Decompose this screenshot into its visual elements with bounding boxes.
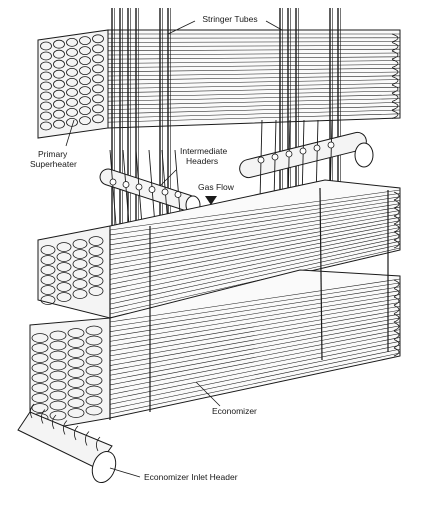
stringer-tubes-label: Stringer Tubes	[202, 14, 257, 24]
nipple-joint	[136, 184, 142, 190]
nipple-joint	[314, 145, 320, 151]
intermediate-headers-label-2: Headers	[186, 156, 218, 166]
primary-superheater-label-1: Primary	[38, 149, 68, 159]
gas-flow-label: Gas Flow	[198, 182, 235, 192]
nipple-joint	[162, 189, 168, 195]
nipple-joint	[258, 157, 264, 163]
nipple-joint	[328, 142, 334, 148]
primary-superheater-bank	[38, 30, 400, 138]
nipple-joint	[123, 182, 129, 188]
nipple-joint	[300, 148, 306, 154]
economizer-label: Economizer	[212, 406, 257, 416]
nipple-joint	[286, 151, 292, 157]
intermediate-headers-label-1: Intermediate	[180, 146, 228, 156]
right-intermediate-header	[238, 131, 373, 180]
nipple-joint	[110, 179, 116, 185]
economizer-inlet-header-label: Economizer Inlet Header	[144, 472, 238, 482]
nipple-joint	[149, 187, 155, 193]
nipple-joint	[272, 154, 278, 160]
nipple-joint	[175, 192, 181, 198]
primary-superheater-label-2: Superheater	[30, 159, 77, 169]
